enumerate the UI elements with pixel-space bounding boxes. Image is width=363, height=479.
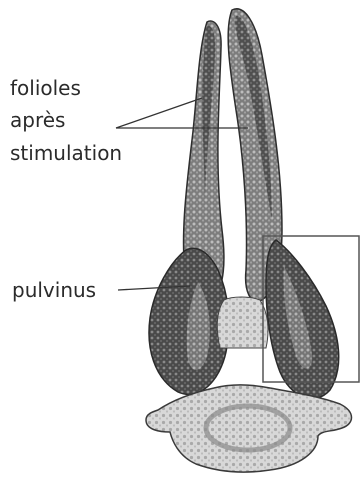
label-pulvinus: pulvinus — [12, 278, 96, 303]
vascular-core — [222, 415, 274, 441]
label-apres: après — [10, 108, 65, 133]
central-stem — [217, 297, 268, 348]
label-folioles: folioles — [10, 76, 81, 101]
label-stimulation: stimulation — [10, 141, 122, 166]
leader-line-left-leaflet — [116, 98, 202, 128]
